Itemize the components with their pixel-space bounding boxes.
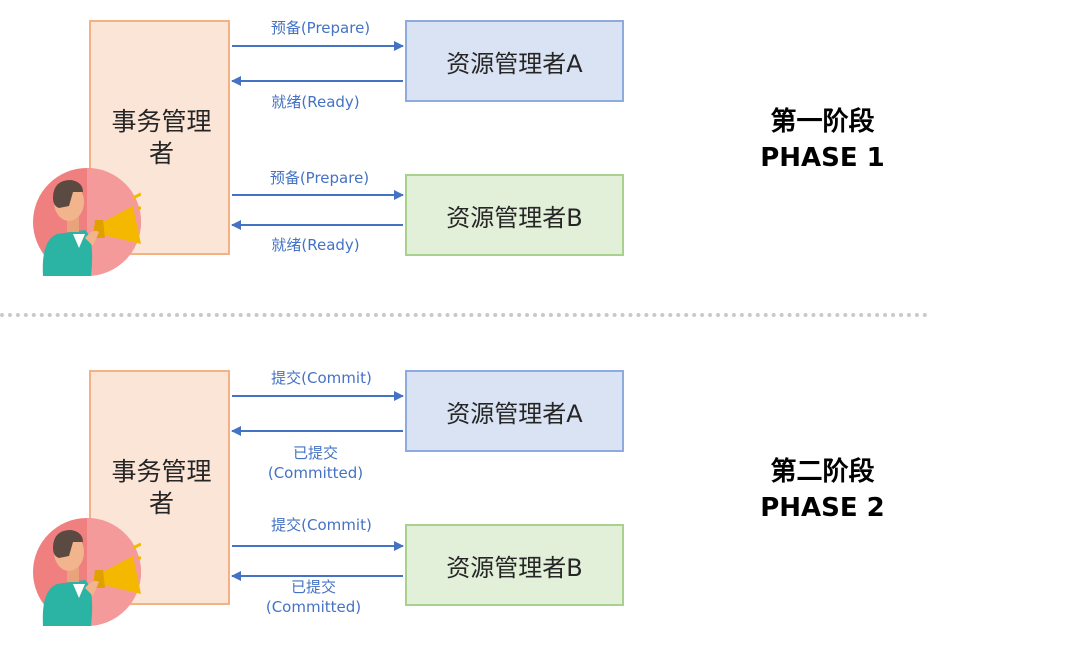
- phase-1-arrows: [231, 41, 404, 230]
- phase-2-arrows: [231, 391, 404, 581]
- message-from-a: 就绪(Ready): [271, 93, 360, 111]
- message-from-a-line2: (Committed): [267, 464, 364, 482]
- message-from-b-line1: 已提交: [290, 578, 336, 596]
- message-to-b: 提交(Commit): [271, 516, 372, 534]
- message-from-b: 就绪(Ready): [271, 236, 360, 254]
- phase-2-title-cn: 第二阶段: [770, 457, 875, 487]
- message-from-b-line2: (Committed): [265, 598, 362, 616]
- resource-manager-a-label: 资源管理者A: [446, 399, 583, 428]
- message-from-a-line1: 已提交: [292, 444, 338, 462]
- transaction-manager-label: 事务管理者: [111, 107, 212, 168]
- resource-manager-b-box: 资源管理者B: [405, 524, 624, 606]
- phase-1-title-en: PHASE 1: [760, 143, 885, 173]
- resource-manager-a-label: 资源管理者A: [446, 49, 583, 78]
- resource-manager-a-box: 资源管理者A: [405, 20, 624, 102]
- phase-2-title: 第二阶段 PHASE 2: [745, 454, 900, 526]
- phase-2-section: 事务管理者 资源管理者A 资源管理者B 提交(Commit) 已提交 (Comm…: [0, 350, 1080, 650]
- phase-divider: [0, 313, 928, 317]
- phase-2-title-en: PHASE 2: [760, 493, 885, 523]
- resource-manager-b-label: 资源管理者B: [446, 203, 583, 232]
- phase-1-section: 事务管理者 资源管理者A 资源管理者B 预备(Prepare) 就绪(Ready…: [0, 0, 1080, 300]
- message-to-b: 预备(Prepare): [269, 169, 370, 187]
- megaphone-person-icon: [33, 518, 141, 626]
- message-to-a: 提交(Commit): [271, 369, 372, 387]
- megaphone-person-icon: [33, 168, 141, 276]
- resource-manager-b-label: 资源管理者B: [446, 553, 583, 582]
- transaction-manager-label: 事务管理者: [111, 457, 212, 518]
- message-to-a: 预备(Prepare): [270, 19, 371, 37]
- phase-1-title-cn: 第一阶段: [770, 107, 875, 137]
- phase-1-title: 第一阶段 PHASE 1: [745, 104, 900, 176]
- resource-manager-b-box: 资源管理者B: [405, 174, 624, 256]
- resource-manager-a-box: 资源管理者A: [405, 370, 624, 452]
